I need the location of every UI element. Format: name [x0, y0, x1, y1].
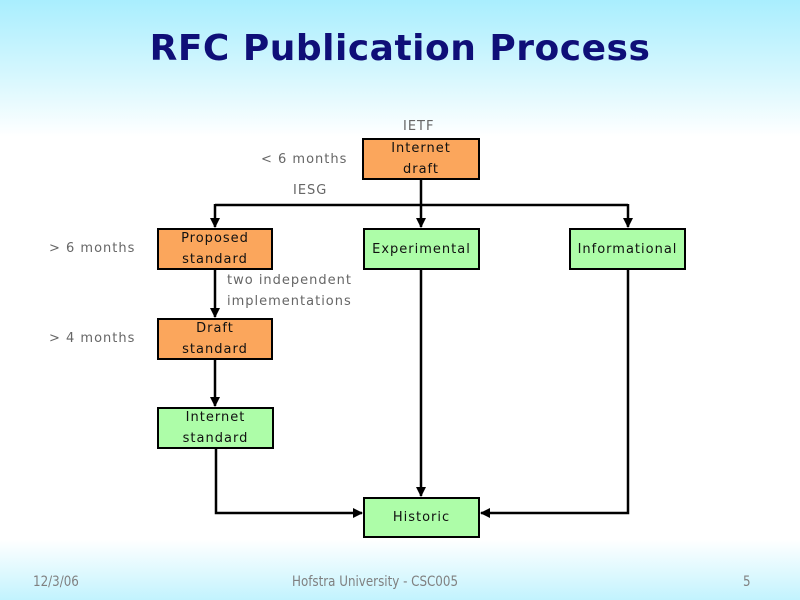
node-proposed-standard-line2: standard	[182, 252, 248, 267]
ietf-label: IETF	[403, 119, 435, 134]
edge-internet-standard-to-historic	[214, 448, 363, 518]
node-historic-label: Historic	[392, 510, 451, 525]
node-internet-standard-line1: Internet	[185, 410, 246, 425]
footer-center: Hofstra University - CSC005	[292, 574, 459, 590]
node-historic: Historic	[363, 497, 480, 538]
node-draft-standard-line1: Draft	[196, 321, 234, 336]
iesg-label: IESG	[293, 183, 328, 198]
node-internet-draft: Internet draft	[362, 138, 480, 180]
edge-informational-to-historic	[480, 269, 630, 518]
node-experimental: Experimental	[363, 228, 480, 270]
node-internet-standard-line2: standard	[182, 431, 249, 446]
node-internet-draft-line2: draft	[402, 162, 439, 177]
footer-page-number: 5	[743, 574, 751, 590]
node-draft-standard: Draft standard	[157, 318, 273, 360]
node-internet-draft-line1: Internet	[391, 141, 451, 156]
node-proposed-standard: Proposed standard	[157, 228, 273, 270]
header-gradient	[0, 0, 800, 137]
node-informational: Informational	[569, 228, 686, 270]
node-experimental-label: Experimental	[372, 241, 471, 257]
node-informational-label: Informational	[577, 241, 678, 257]
requirement-label-line1: two independent	[227, 273, 352, 288]
draft-std-duration-label: > 4 months	[49, 331, 136, 346]
proposed-duration-label: > 6 months	[49, 241, 136, 256]
draft-duration-label: < 6 months	[261, 152, 348, 167]
node-internet-standard: Internet standard	[157, 407, 274, 449]
footer-date: 12/3/06	[33, 574, 79, 590]
requirement-label-line2: implementations	[227, 294, 352, 309]
footer-gradient	[0, 540, 800, 600]
node-proposed-standard-line1: Proposed	[181, 231, 249, 246]
slide-title: RFC Publication Process	[149, 28, 651, 69]
node-draft-standard-line2: standard	[182, 342, 248, 357]
